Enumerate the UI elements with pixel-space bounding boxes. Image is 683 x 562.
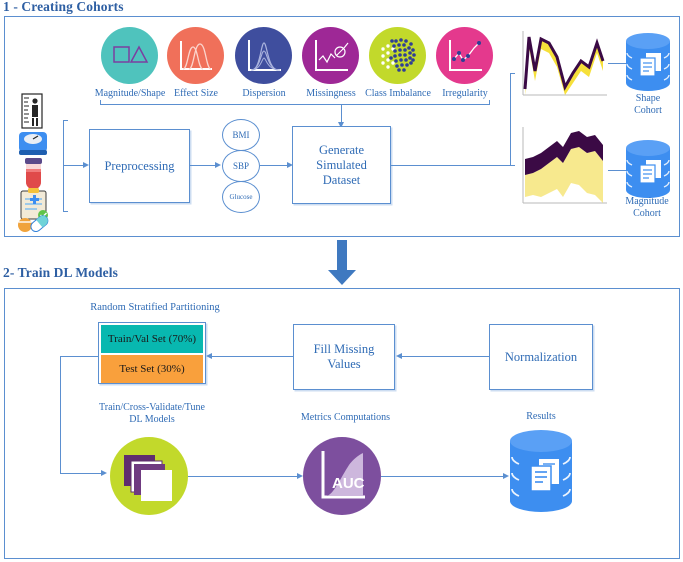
- magnitude-shape-icon: [101, 27, 158, 84]
- missingness-icon: [302, 27, 359, 84]
- class-imbalance-label: Class Imbalance: [365, 88, 431, 99]
- fill-missing-values-box[interactable]: Fill Missing Values: [293, 324, 395, 390]
- split-to-dl-vertical: [60, 356, 62, 474]
- features-bracket-horizontal: [100, 104, 490, 106]
- preprocessing-to-variables-line: [190, 165, 218, 167]
- dl-to-metrics-arrow: [297, 473, 303, 479]
- dl-to-metrics-line: [188, 476, 300, 478]
- class-imbalance-icon: [369, 27, 426, 84]
- variable-glucose[interactable]: Glucose: [222, 181, 260, 213]
- blood-vial-icon: [25, 158, 42, 190]
- generate-line-2: Simulated: [316, 157, 367, 172]
- normalization-to-fill-line: [400, 356, 489, 358]
- shape-cohort-label-line-2: Cohort: [634, 105, 662, 116]
- variable-bmi[interactable]: BMI: [222, 119, 260, 151]
- dl-caption-line-1: Train/Cross-Validate/Tune: [99, 402, 205, 413]
- preprocessing-box[interactable]: Preprocessing: [89, 129, 190, 203]
- auc-label: AUC: [332, 475, 365, 492]
- pills-icon: [18, 215, 49, 233]
- fill-to-split-line: [211, 356, 293, 358]
- generate-line-1: Generate: [318, 142, 365, 157]
- generate-to-shape-line: [510, 73, 518, 75]
- dl-models-icon: [110, 437, 188, 515]
- height-measure-icon: [21, 93, 43, 129]
- fill-to-split-arrow: [206, 353, 212, 359]
- normalization-box[interactable]: Normalization: [489, 324, 593, 390]
- variables-to-generate-line: [260, 165, 290, 167]
- shape-cohort-database: [622, 31, 674, 93]
- features-bracket-right-tick: [489, 100, 491, 105]
- metrics-to-results-arrow: [503, 473, 509, 479]
- sources-to-preprocessing-arrow: [83, 162, 89, 168]
- magnitude-chart-to-db-line: [608, 170, 630, 172]
- shape-cohort-series: [515, 27, 610, 103]
- metrics-caption: Metrics Computations: [300, 412, 391, 423]
- magnitude-cohort-label-line-1: Magnitude: [625, 196, 669, 207]
- results-database: [506, 428, 576, 516]
- results-caption: Results: [526, 411, 556, 422]
- shape-cohort-label: Shape Cohort: [614, 93, 682, 117]
- irregularity-label: Irregularity: [442, 88, 488, 99]
- metrics-to-results-line: [381, 476, 506, 478]
- dl-caption-line-2: DL Models: [129, 414, 175, 425]
- data-source-icons: [14, 92, 56, 233]
- sources-bracket-top: [63, 120, 68, 122]
- magnitude-cohort-label-line-2: Cohort: [633, 208, 661, 219]
- dispersion-icon: [235, 27, 292, 84]
- normalization-to-fill-arrow: [396, 353, 402, 359]
- magnitude-shape-label: Magnitude/Shape: [94, 88, 166, 99]
- generate-split-vertical: [510, 73, 512, 166]
- magnitude-cohort-label: Magnitude Cohort: [610, 196, 683, 220]
- missingness-label: Missingness: [306, 88, 356, 99]
- effect-size-icon: [167, 27, 224, 84]
- irregularity-icon: [436, 27, 493, 84]
- split-to-dl-bottom: [60, 473, 104, 475]
- split-to-dl-top: [60, 356, 98, 358]
- section-2-title: 2- Train DL Models: [3, 265, 118, 280]
- fill-missing-line-1: Fill Missing: [313, 342, 375, 356]
- metrics-auc-icon: AUC: [303, 437, 381, 515]
- split-to-dl-arrow: [101, 470, 107, 476]
- dataset-split-box[interactable]: Train/Val Set (70%) Test Set (30%): [98, 322, 206, 384]
- weight-scale-icon: [19, 132, 47, 155]
- clipboard-record-icon: [20, 188, 48, 220]
- train-val-set-row: Train/Val Set (70%): [101, 325, 203, 353]
- fill-missing-line-2: Values: [327, 357, 361, 371]
- magnitude-cohort-series: [515, 123, 610, 211]
- sources-to-preprocessing-line: [63, 165, 85, 167]
- partition-caption: Random Stratified Partitioning: [90, 302, 220, 313]
- variables-to-generate-arrow: [287, 162, 293, 168]
- shape-cohort-label-line-1: Shape: [635, 93, 661, 104]
- dispersion-label: Dispersion: [242, 88, 286, 99]
- generate-to-magnitude-line: [510, 165, 518, 167]
- test-set-row: Test Set (30%): [101, 355, 203, 383]
- features-to-generate-line: [341, 104, 343, 124]
- features-bracket-left-tick: [100, 100, 102, 105]
- features-to-generate-arrow: [338, 122, 344, 128]
- magnitude-cohort-database: [622, 138, 674, 200]
- variable-sbp[interactable]: SBP: [222, 150, 260, 182]
- shape-chart-to-db-line: [608, 63, 630, 65]
- section-transition-arrow: [326, 240, 358, 291]
- section-1-title: 1 - Creating Cohorts: [3, 0, 124, 14]
- effect-size-label: Effect Size: [174, 88, 218, 99]
- preprocessing-to-variables-arrow: [215, 162, 221, 168]
- dl-models-caption: Train/Cross-Validate/Tune DL Models: [82, 402, 222, 426]
- generate-simulated-dataset-box[interactable]: Generate Simulated Dataset: [292, 126, 391, 204]
- generate-out-line: [391, 165, 511, 167]
- sources-bracket-bottom: [63, 211, 68, 213]
- generate-line-3: Dataset: [322, 172, 361, 187]
